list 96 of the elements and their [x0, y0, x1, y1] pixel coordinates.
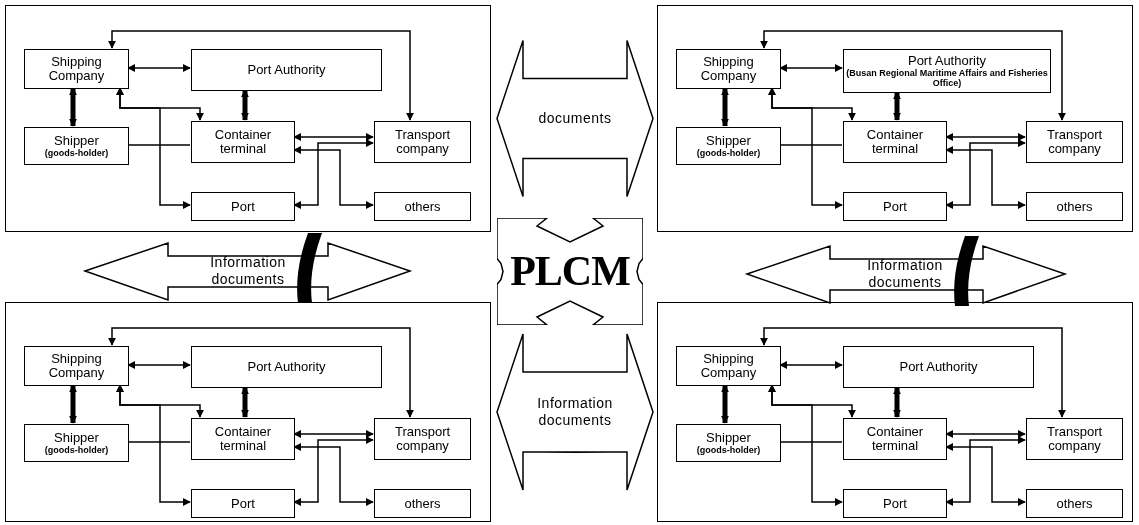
double-arrow [496, 39, 654, 198]
arrow-label: Information documents [209, 254, 287, 288]
process-box [843, 192, 947, 221]
process-box [1026, 192, 1123, 221]
node-label: Container terminal [213, 128, 273, 156]
process-box [24, 346, 129, 386]
node-label: others [404, 496, 441, 511]
process-box [1026, 489, 1123, 518]
process-box [24, 127, 129, 165]
node-label: others [404, 199, 441, 214]
process-box [676, 127, 781, 165]
connector-arrow [779, 64, 843, 72]
connector-arrow [945, 133, 1026, 141]
connector-arrow [760, 30, 1066, 121]
node-label: Port Authority [899, 360, 978, 374]
process-box [843, 489, 947, 518]
process-box [843, 49, 1051, 93]
node-label: Port Authority [247, 63, 326, 77]
node-label: others [1056, 496, 1093, 511]
arrow-label: Information documents [866, 257, 944, 291]
group-frame [657, 5, 1133, 232]
group-frame [5, 302, 491, 522]
process-box [24, 49, 129, 89]
node-label: Port Authority [247, 360, 326, 374]
node-label: others [1056, 199, 1093, 214]
node-label: Shipping Company [47, 352, 106, 380]
connector-arrow [241, 386, 249, 418]
connector-arrow [721, 87, 729, 127]
node-label: Container terminal [865, 128, 925, 156]
connector-arrow [893, 386, 901, 418]
connector-arrow [127, 361, 191, 369]
process-box [1026, 418, 1123, 460]
edge-label: Information documents [536, 395, 614, 429]
connector-arrow [768, 384, 843, 506]
connector-arrow [760, 327, 1066, 418]
connector-arrow [779, 361, 843, 369]
connector-arrow [116, 384, 191, 506]
connector-arrow [293, 133, 374, 141]
process-box [374, 192, 471, 221]
connector-arrow [69, 384, 77, 424]
process-box [843, 346, 1034, 388]
connector-arrow [945, 430, 1026, 438]
node-subtitle: (goods-holder) [44, 148, 109, 158]
node-subtitle: (goods-holder) [696, 148, 761, 158]
group-frame [5, 5, 491, 232]
connector-arrow [241, 89, 249, 121]
node-label: Transport company [1045, 128, 1104, 156]
node-label: Transport company [393, 425, 452, 453]
process-box [191, 489, 295, 518]
node-subtitle: (goods-holder) [696, 445, 761, 455]
node-label: Port Authority [907, 54, 986, 68]
node-label: Port [883, 199, 907, 214]
process-box [191, 49, 382, 91]
connector-arrow [108, 327, 414, 418]
double-arrow [496, 333, 654, 491]
hub-label: PLCM [509, 247, 631, 295]
node-label: Shipper [54, 134, 99, 148]
node-label: Port [231, 199, 255, 214]
node-label: Shipping Company [699, 55, 758, 83]
process-box [843, 418, 947, 460]
process-box [374, 489, 471, 518]
node-subtitle: (goods-holder) [44, 445, 109, 455]
connector-arrow [127, 64, 191, 72]
process-box [191, 346, 382, 388]
connector-arrow [69, 87, 77, 127]
process-box [676, 424, 781, 462]
process-box [843, 121, 947, 163]
node-label: Transport company [393, 128, 452, 156]
connector-arrow [108, 30, 414, 121]
group-frame [657, 302, 1133, 522]
node-label: Shipping Company [699, 352, 758, 380]
process-box [191, 192, 295, 221]
process-box [374, 121, 471, 163]
process-box [374, 418, 471, 460]
node-label: Shipper [54, 431, 99, 445]
process-box [676, 49, 781, 89]
process-box [676, 346, 781, 386]
process-box [191, 121, 295, 163]
edge-label: documents [537, 110, 613, 127]
node-label: Container terminal [213, 425, 273, 453]
connector-arrow [768, 87, 843, 209]
node-label: Container terminal [865, 425, 925, 453]
connector-arrow [293, 430, 374, 438]
node-label: Shipper [706, 431, 751, 445]
node-label: Port [883, 496, 907, 511]
process-box [1026, 121, 1123, 163]
node-subtitle: (Busan Regional Maritime Affairs and Fisheries Office) [845, 68, 1049, 88]
node-label: Port [231, 496, 255, 511]
connector-arrow [116, 87, 191, 209]
node-label: Shipping Company [47, 55, 106, 83]
connector-arrow [721, 384, 729, 424]
node-label: Transport company [1045, 425, 1104, 453]
node-label: Shipper [706, 134, 751, 148]
connector-arrow [893, 91, 901, 121]
process-box [191, 418, 295, 460]
process-box [24, 424, 129, 462]
